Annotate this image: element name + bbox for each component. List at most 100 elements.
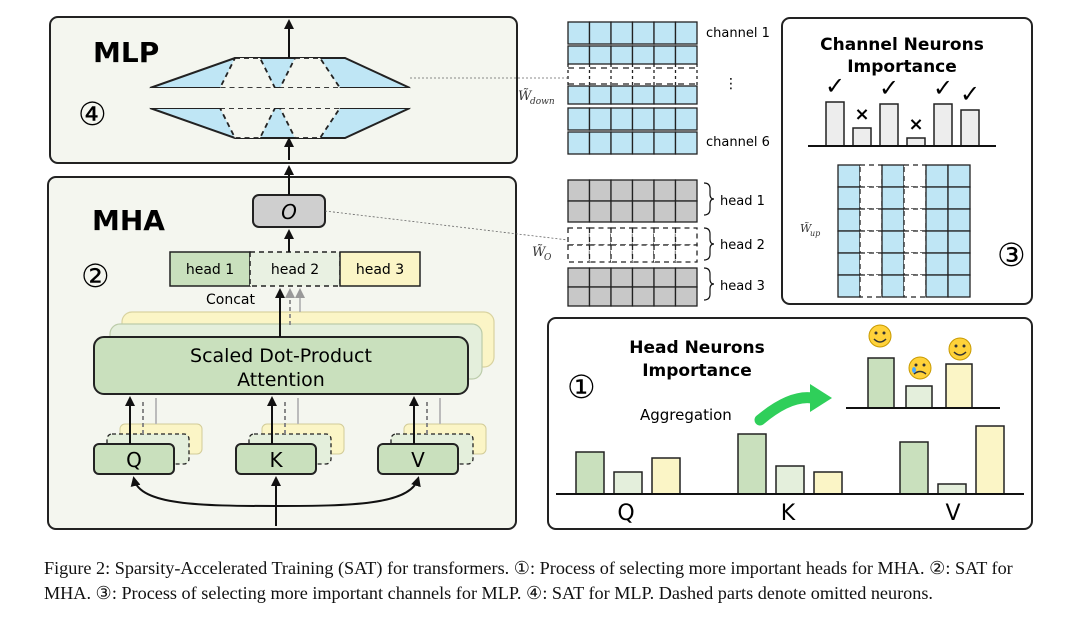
w-o-cell bbox=[631, 227, 655, 246]
w-down-cell bbox=[674, 131, 698, 155]
channel-6-label: channel 6 bbox=[706, 135, 770, 150]
w-up-cell bbox=[859, 164, 883, 188]
mha-panel: MHA ② O head 1 head 2 head 3 Concat Scal… bbox=[47, 165, 517, 530]
check-icon: ✓ bbox=[960, 80, 980, 108]
check-icon: ✓ bbox=[825, 72, 845, 100]
aggregation-arrow bbox=[754, 392, 818, 426]
mlp-panel: MLP ④ bbox=[49, 16, 518, 164]
cross-icon: × bbox=[908, 114, 923, 135]
channel-panel-title-2: Importance bbox=[847, 57, 957, 77]
group-q-label: Q bbox=[617, 501, 634, 526]
w-o-cell bbox=[674, 179, 698, 202]
w-up-cell bbox=[947, 164, 971, 188]
w-up-subscript: up bbox=[810, 229, 820, 238]
k-label: K bbox=[269, 448, 283, 472]
w-o-cell bbox=[567, 227, 591, 246]
head-bar bbox=[613, 471, 643, 495]
concat-head-2 bbox=[249, 251, 341, 287]
head-bar bbox=[975, 425, 1005, 495]
concat-head-2-label: head 2 bbox=[271, 262, 319, 278]
w-up-cell bbox=[837, 230, 861, 254]
w-down-cell bbox=[610, 45, 634, 65]
head-panel-title-2: Importance bbox=[642, 361, 752, 381]
w-up-cell bbox=[859, 208, 883, 232]
w-down-cell bbox=[631, 107, 655, 131]
channel-dots: ⋮ bbox=[724, 76, 738, 92]
diagram: MLP ④ MHA ② O head 1 head 2 head 3 bbox=[47, 16, 1033, 530]
w-down-cell bbox=[588, 85, 612, 105]
w-up-cell bbox=[903, 208, 927, 232]
w-down-cell bbox=[674, 107, 698, 131]
w-down-cell bbox=[567, 85, 591, 105]
figure-caption: Figure 2: Sparsity-Accelerated Training … bbox=[44, 558, 1013, 603]
w-o-cell bbox=[588, 267, 612, 288]
w-up-cell bbox=[881, 208, 905, 232]
channel-bar bbox=[906, 137, 926, 147]
w-down-matrix: W̃ down channel 1 ⋮ channel 6 bbox=[410, 21, 770, 155]
head-bar bbox=[899, 441, 929, 495]
w-up-cell bbox=[859, 186, 883, 210]
concat-label: Concat bbox=[206, 292, 255, 308]
w-o-cell bbox=[653, 267, 677, 288]
w-down-cell bbox=[610, 107, 634, 131]
q-label: Q bbox=[126, 448, 142, 472]
w-o-cell bbox=[631, 200, 655, 223]
w-o-cell bbox=[610, 200, 634, 223]
w-down-cell bbox=[674, 85, 698, 105]
w-up-cell bbox=[903, 186, 927, 210]
w-up-cell bbox=[947, 252, 971, 276]
w-o-matrix: W̃ O head 1 head 2 head 3 bbox=[324, 179, 765, 307]
w-o-cell bbox=[588, 227, 612, 246]
w-o-cell bbox=[567, 244, 591, 263]
w-down-cell bbox=[674, 21, 698, 45]
w-up-cell bbox=[859, 230, 883, 254]
w-up-cell bbox=[925, 164, 949, 188]
w-down-cell bbox=[567, 131, 591, 155]
w-up-cell bbox=[925, 208, 949, 232]
w-down-cell bbox=[653, 21, 677, 45]
w-down-label: W̃ bbox=[518, 88, 533, 104]
w-down-cell bbox=[588, 107, 612, 131]
w-o-cell bbox=[588, 244, 612, 263]
w-down-cell bbox=[631, 131, 655, 155]
w-o-cell bbox=[674, 267, 698, 288]
emoji-sad bbox=[908, 356, 932, 380]
w-o-cell bbox=[653, 286, 677, 307]
w-up-cell bbox=[903, 230, 927, 254]
mha-number: ② bbox=[81, 257, 110, 295]
w-up-cell bbox=[947, 186, 971, 210]
w-down-cell bbox=[610, 85, 634, 105]
channel-bar bbox=[852, 127, 872, 147]
cross-icon: × bbox=[854, 104, 869, 125]
concat-head-1 bbox=[169, 251, 251, 287]
w-o-cell bbox=[653, 200, 677, 223]
w-up-cell bbox=[925, 274, 949, 298]
head-bar bbox=[813, 471, 843, 495]
w-down-cell bbox=[653, 85, 677, 105]
w-up-cell bbox=[947, 208, 971, 232]
w-down-cell bbox=[631, 45, 655, 65]
w-o-cell bbox=[653, 179, 677, 202]
w-o-cell bbox=[610, 267, 634, 288]
w-o-cell bbox=[631, 267, 655, 288]
attention-label-line2: Attention bbox=[237, 369, 325, 391]
group-v-label: V bbox=[945, 501, 960, 526]
w-o-label: W̃ bbox=[532, 244, 547, 260]
emoji-happy-1 bbox=[868, 324, 892, 348]
channel-bar bbox=[960, 109, 980, 147]
w-o-cell bbox=[653, 227, 677, 246]
w-up-label: W̃ bbox=[800, 222, 813, 235]
qkv-inputs: Q K V bbox=[93, 423, 487, 475]
w-up-cell bbox=[837, 274, 861, 298]
w-o-cell bbox=[588, 179, 612, 202]
head-bar bbox=[651, 457, 681, 495]
w-o-cell bbox=[567, 267, 591, 288]
aggregated-head-bar bbox=[867, 357, 895, 409]
w-down-cell bbox=[631, 85, 655, 105]
w-up-cell bbox=[903, 274, 927, 298]
concat-head-1-label: head 1 bbox=[186, 262, 234, 278]
w-o-head-1-label: head 1 bbox=[720, 194, 765, 209]
check-icon: ✓ bbox=[933, 74, 953, 102]
aggregation-label: Aggregation bbox=[640, 406, 732, 424]
v-box bbox=[377, 443, 459, 475]
